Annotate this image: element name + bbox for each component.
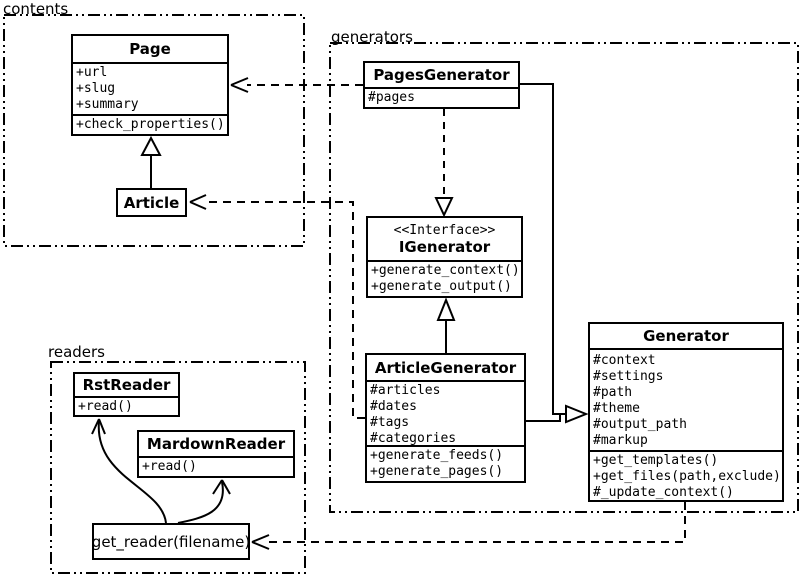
attribute: +url	[76, 65, 108, 80]
attribute: #tags	[370, 415, 410, 430]
dependency-pagesgenerator-page	[230, 77, 363, 93]
method: +generate_feeds()	[370, 448, 504, 463]
dependency-articlegenerator-article	[189, 194, 365, 419]
inheritance-generators-generator	[519, 83, 589, 424]
class-igenerator-header: <<Interface>> IGenerator	[368, 218, 521, 262]
dependency-generator-getreader	[251, 502, 686, 550]
method: +read()	[78, 399, 133, 414]
class-article: Article	[116, 188, 187, 217]
class-mardownreader-methods: +read()	[139, 458, 293, 476]
package-contents-border	[3, 14, 305, 247]
function-get-reader-label: get_reader(filename)	[91, 532, 251, 551]
attribute: #dates	[370, 399, 417, 414]
class-mardownreader: MardownReader +read()	[137, 430, 295, 478]
attribute: #settings	[593, 369, 664, 384]
realization-articlegenerator-igenerator	[436, 297, 456, 353]
method: +generate_output()	[371, 279, 512, 294]
attribute: +summary	[76, 97, 139, 112]
attribute: #markup	[593, 433, 648, 448]
class-rstreader-title: RstReader	[75, 374, 178, 398]
class-igenerator-methods: +generate_context() +generate_output()	[368, 262, 521, 296]
package-readers-border	[50, 361, 306, 574]
class-page: Page +url +slug +summary +check_properti…	[71, 34, 229, 136]
attribute: #pages	[368, 90, 415, 105]
class-page-title: Page	[73, 36, 227, 64]
package-label-generators: generators	[331, 28, 413, 46]
class-pagesgenerator-attributes: #pages	[365, 89, 518, 107]
attribute: #output_path	[593, 417, 687, 432]
class-page-methods: +check_properties()	[73, 116, 227, 134]
class-pagesgenerator: PagesGenerator #pages	[363, 61, 520, 109]
attribute: #categories	[370, 431, 457, 446]
attribute: #path	[593, 385, 633, 400]
package-generators-border	[329, 42, 799, 513]
class-igenerator-title: IGenerator	[398, 237, 491, 256]
method: +check_properties()	[76, 117, 225, 132]
class-article-title: Article	[123, 193, 180, 212]
realization-pagesgenerator-igenerator	[434, 109, 454, 218]
association-getreader-mardownreader	[177, 479, 231, 524]
class-igenerator-stereotype: <<Interface>>	[393, 222, 496, 238]
attribute: #context	[593, 353, 656, 368]
package-label-contents: contents	[3, 0, 69, 18]
method: +generate_context()	[371, 263, 520, 278]
class-rstreader-methods: +read()	[75, 398, 178, 415]
association-getreader-rstreader	[91, 418, 167, 524]
class-page-attributes: +url +slug +summary	[73, 64, 227, 116]
attribute: #theme	[593, 401, 640, 416]
class-rstreader: RstReader +read()	[73, 372, 180, 417]
attribute: #articles	[370, 383, 441, 398]
attribute: +slug	[76, 81, 116, 96]
method: +generate_pages()	[370, 464, 504, 479]
method: +get_files(path,exclude)	[593, 469, 781, 484]
class-articlegenerator: ArticleGenerator #articles #dates #tags …	[365, 353, 526, 483]
inheritance-article-page	[140, 135, 162, 188]
class-articlegenerator-methods: +generate_feeds() +generate_pages()	[367, 447, 524, 481]
class-generator-methods: +get_templates() +get_files(path,exclude…	[590, 452, 782, 500]
class-generator: Generator #context #settings #path #them…	[588, 322, 784, 502]
class-articlegenerator-title: ArticleGenerator	[367, 355, 524, 382]
package-label-readers: readers	[48, 343, 105, 361]
function-get-reader: get_reader(filename)	[92, 523, 250, 560]
class-pagesgenerator-title: PagesGenerator	[365, 63, 518, 89]
method: +get_templates()	[593, 453, 719, 468]
method: #_update_context()	[593, 485, 734, 500]
class-articlegenerator-attributes: #articles #dates #tags #categories	[367, 382, 524, 447]
class-generator-title: Generator	[590, 324, 782, 350]
class-mardownreader-title: MardownReader	[139, 432, 293, 458]
method: +read()	[142, 459, 197, 474]
class-igenerator: <<Interface>> IGenerator +generate_conte…	[366, 216, 523, 298]
class-generator-attributes: #context #settings #path #theme #output_…	[590, 350, 782, 452]
